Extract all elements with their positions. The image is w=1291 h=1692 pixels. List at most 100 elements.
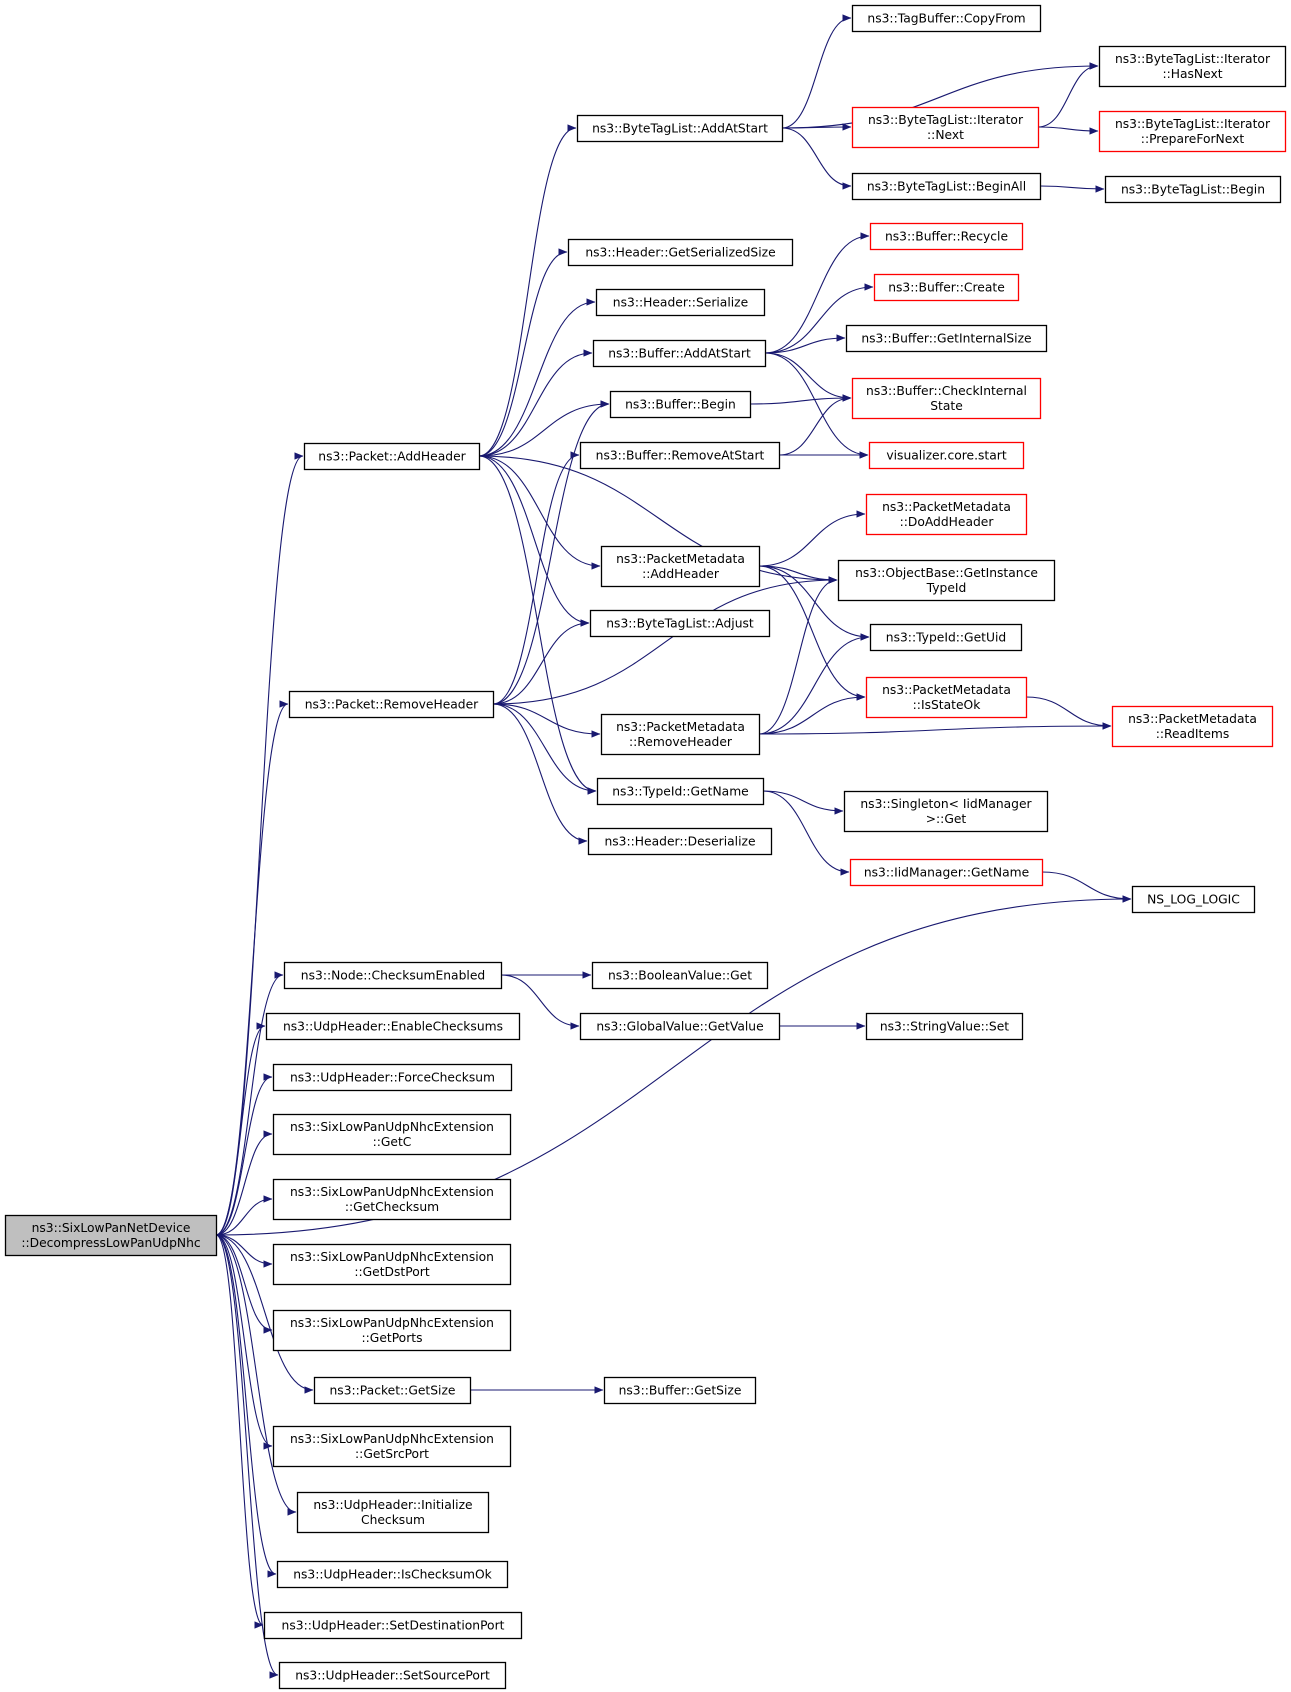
node-singleton-get[interactable]: ns3::Singleton< IidManager>::Get: [843, 790, 1049, 833]
node-label: ns3::Node::ChecksumEnabled: [301, 969, 485, 983]
node-label: ::HasNext: [1162, 67, 1222, 81]
node-box: [609, 390, 752, 419]
edge-pm-addheader-to-pm-doaddheader: [758, 510, 866, 567]
edge-addheader-to-pm-addheader: [478, 455, 601, 570]
edge-pm-removeheader-to-typeid-getuid: [758, 633, 870, 735]
node-viz-start[interactable]: visualizer.core.start: [868, 441, 1025, 470]
node-checksumenabled[interactable]: ns3::Node::ChecksumEnabled: [283, 961, 503, 990]
node-buf-removeatstart[interactable]: ns3::Buffer::RemoveAtStart: [579, 441, 781, 470]
node-getdstport[interactable]: ns3::SixLowPanUdpNhcExtension::GetDstPor…: [272, 1243, 512, 1286]
node-box: [1131, 885, 1256, 914]
node-boolval-get[interactable]: ns3::BooleanValue::Get: [591, 961, 769, 990]
node-btl-addatstart[interactable]: ns3::ByteTagList::AddAtStart: [576, 114, 784, 143]
node-pm-addheader[interactable]: ns3::PacketMetadata::AddHeader: [600, 545, 761, 588]
node-btl-beginall[interactable]: ns3::ByteTagList::BeginAll: [851, 172, 1042, 201]
node-pm-isstateok[interactable]: ns3::PacketMetadata::IsStateOk: [865, 676, 1028, 719]
node-setsrcport[interactable]: ns3::UdpHeader::SetSourcePort: [278, 1661, 507, 1690]
edge-btli-next-to-btli-hasnext: [1037, 62, 1099, 128]
edge-removeheader-to-buf-begin: [492, 400, 610, 705]
node-box: [591, 961, 769, 990]
node-label: ns3::Header::Serialize: [613, 296, 748, 310]
node-buf-getinternalsize[interactable]: ns3::Buffer::GetInternalSize: [845, 324, 1048, 353]
edges-layer: [215, 14, 1132, 1679]
node-ischecksumok[interactable]: ns3::UdpHeader::IsChecksumOk: [276, 1560, 509, 1589]
node-label: ns3::Packet::GetSize: [330, 1384, 456, 1398]
node-label: visualizer.core.start: [886, 449, 1006, 463]
node-pm-readitems[interactable]: ns3::PacketMetadata::ReadItems: [1111, 705, 1274, 748]
node-label: ns3::SixLowPanUdpNhcExtension: [290, 1185, 494, 1199]
node-label: ns3::Buffer::AddAtStart: [608, 347, 751, 361]
node-gv-getvalue[interactable]: ns3::GlobalValue::GetValue: [579, 1012, 781, 1041]
node-pm-removeheader[interactable]: ns3::PacketMetadata::RemoveHeader: [600, 713, 761, 756]
node-getc[interactable]: ns3::SixLowPanUdpNhcExtension::GetC: [272, 1113, 512, 1156]
node-buf-create[interactable]: ns3::Buffer::Create: [873, 273, 1020, 302]
node-buf-recycle[interactable]: ns3::Buffer::Recycle: [869, 222, 1024, 251]
node-buf-getsize[interactable]: ns3::Buffer::GetSize: [603, 1376, 757, 1405]
node-label: ::DoAddHeader: [900, 515, 995, 529]
node-box: [865, 1012, 1024, 1041]
node-label: ns3::Packet::RemoveHeader: [305, 698, 479, 712]
node-box: [303, 442, 481, 471]
node-box: [600, 713, 761, 756]
node-btl-adjust[interactable]: ns3::ByteTagList::Adjust: [589, 609, 771, 638]
node-label: ns3::SixLowPanNetDevice: [32, 1221, 191, 1235]
node-addheader[interactable]: ns3::Packet::AddHeader: [303, 442, 481, 471]
node-label: ns3::GlobalValue::GetValue: [596, 1020, 763, 1034]
node-label: State: [930, 399, 963, 413]
node-packetgetsize[interactable]: ns3::Packet::GetSize: [313, 1376, 472, 1405]
node-box: [579, 1012, 781, 1041]
node-label: ::ReadItems: [1156, 727, 1230, 741]
node-nslog[interactable]: NS_LOG_LOGIC: [1131, 885, 1256, 914]
node-box: [851, 106, 1040, 149]
node-iid-getname[interactable]: ns3::IidManager::GetName: [849, 858, 1044, 887]
node-typeid-getname[interactable]: ns3::TypeId::GetName: [596, 777, 765, 806]
node-label: ::AddHeader: [642, 567, 720, 581]
node-hdr-deserialize[interactable]: ns3::Header::Deserialize: [587, 827, 773, 856]
edge-addheader-to-buf-begin: [478, 400, 610, 457]
node-pm-doaddheader[interactable]: ns3::PacketMetadata::DoAddHeader: [865, 493, 1028, 536]
node-buf-begin[interactable]: ns3::Buffer::Begin: [609, 390, 752, 419]
node-root[interactable]: ns3::SixLowPanNetDevice::DecompressLowPa…: [4, 1214, 218, 1257]
node-label: ns3::Singleton< IidManager: [860, 797, 1032, 811]
node-getsrcport[interactable]: ns3::SixLowPanUdpNhcExtension::GetSrcPor…: [272, 1425, 512, 1468]
node-removeheader[interactable]: ns3::Packet::RemoveHeader: [288, 690, 495, 719]
node-box: [851, 377, 1042, 420]
node-label: ns3::Header::GetSerializedSize: [585, 246, 775, 260]
node-btli-hasnext[interactable]: ns3::ByteTagList::Iterator::HasNext: [1098, 45, 1287, 88]
node-tb-copyfrom[interactable]: ns3::TagBuffer::CopyFrom: [851, 4, 1042, 33]
edge-iid-getname-to-nslog: [1041, 871, 1132, 903]
node-sv-set[interactable]: ns3::StringValue::Set: [865, 1012, 1024, 1041]
node-box: [265, 1012, 521, 1041]
node-hdr-getsersize[interactable]: ns3::Header::GetSerializedSize: [567, 238, 794, 267]
node-label: ns3::ByteTagList::Begin: [1121, 183, 1265, 197]
node-box: [296, 1491, 490, 1534]
edge-pm-removeheader-to-pm-readitems: [758, 722, 1112, 735]
node-btli-next[interactable]: ns3::ByteTagList::Iterator::Next: [851, 106, 1040, 149]
node-box: [272, 1178, 512, 1221]
node-getchecksum[interactable]: ns3::SixLowPanUdpNhcExtension::GetChecks…: [272, 1178, 512, 1221]
node-typeid-getuid[interactable]: ns3::TypeId::GetUid: [869, 623, 1023, 652]
node-getports[interactable]: ns3::SixLowPanUdpNhcExtension::GetPorts: [272, 1309, 512, 1352]
node-box: [272, 1425, 512, 1468]
node-label: ::GetC: [373, 1135, 412, 1149]
node-buf-addatstart[interactable]: ns3::Buffer::AddAtStart: [592, 339, 767, 368]
node-label: ns3::Packet::AddHeader: [318, 450, 466, 464]
node-forcechecksum[interactable]: ns3::UdpHeader::ForceChecksum: [272, 1063, 513, 1092]
edge-buf-addatstart-to-buf-create: [764, 283, 874, 354]
node-box: [865, 493, 1028, 536]
node-hdr-serialize[interactable]: ns3::Header::Serialize: [595, 288, 766, 317]
node-btl-begin[interactable]: ns3::ByteTagList::Begin: [1104, 175, 1282, 204]
node-enablechecksums[interactable]: ns3::UdpHeader::EnableChecksums: [265, 1012, 521, 1041]
node-label: ns3::UdpHeader::SetDestinationPort: [282, 1619, 505, 1633]
node-btli-preparefornext[interactable]: ns3::ByteTagList::Iterator::PrepareForNe…: [1098, 110, 1287, 153]
nodes-layer: ns3::SixLowPanNetDevice::DecompressLowPa…: [4, 4, 1287, 1690]
node-label: ns3::Buffer::CheckInternal: [866, 384, 1027, 398]
edge-root-to-getdstport: [215, 1234, 273, 1268]
node-box: [283, 961, 503, 990]
node-setdstport[interactable]: ns3::UdpHeader::SetDestinationPort: [263, 1611, 523, 1640]
edge-btli-next-to-btli-preparefornext: [1037, 126, 1099, 135]
node-box: [873, 273, 1020, 302]
